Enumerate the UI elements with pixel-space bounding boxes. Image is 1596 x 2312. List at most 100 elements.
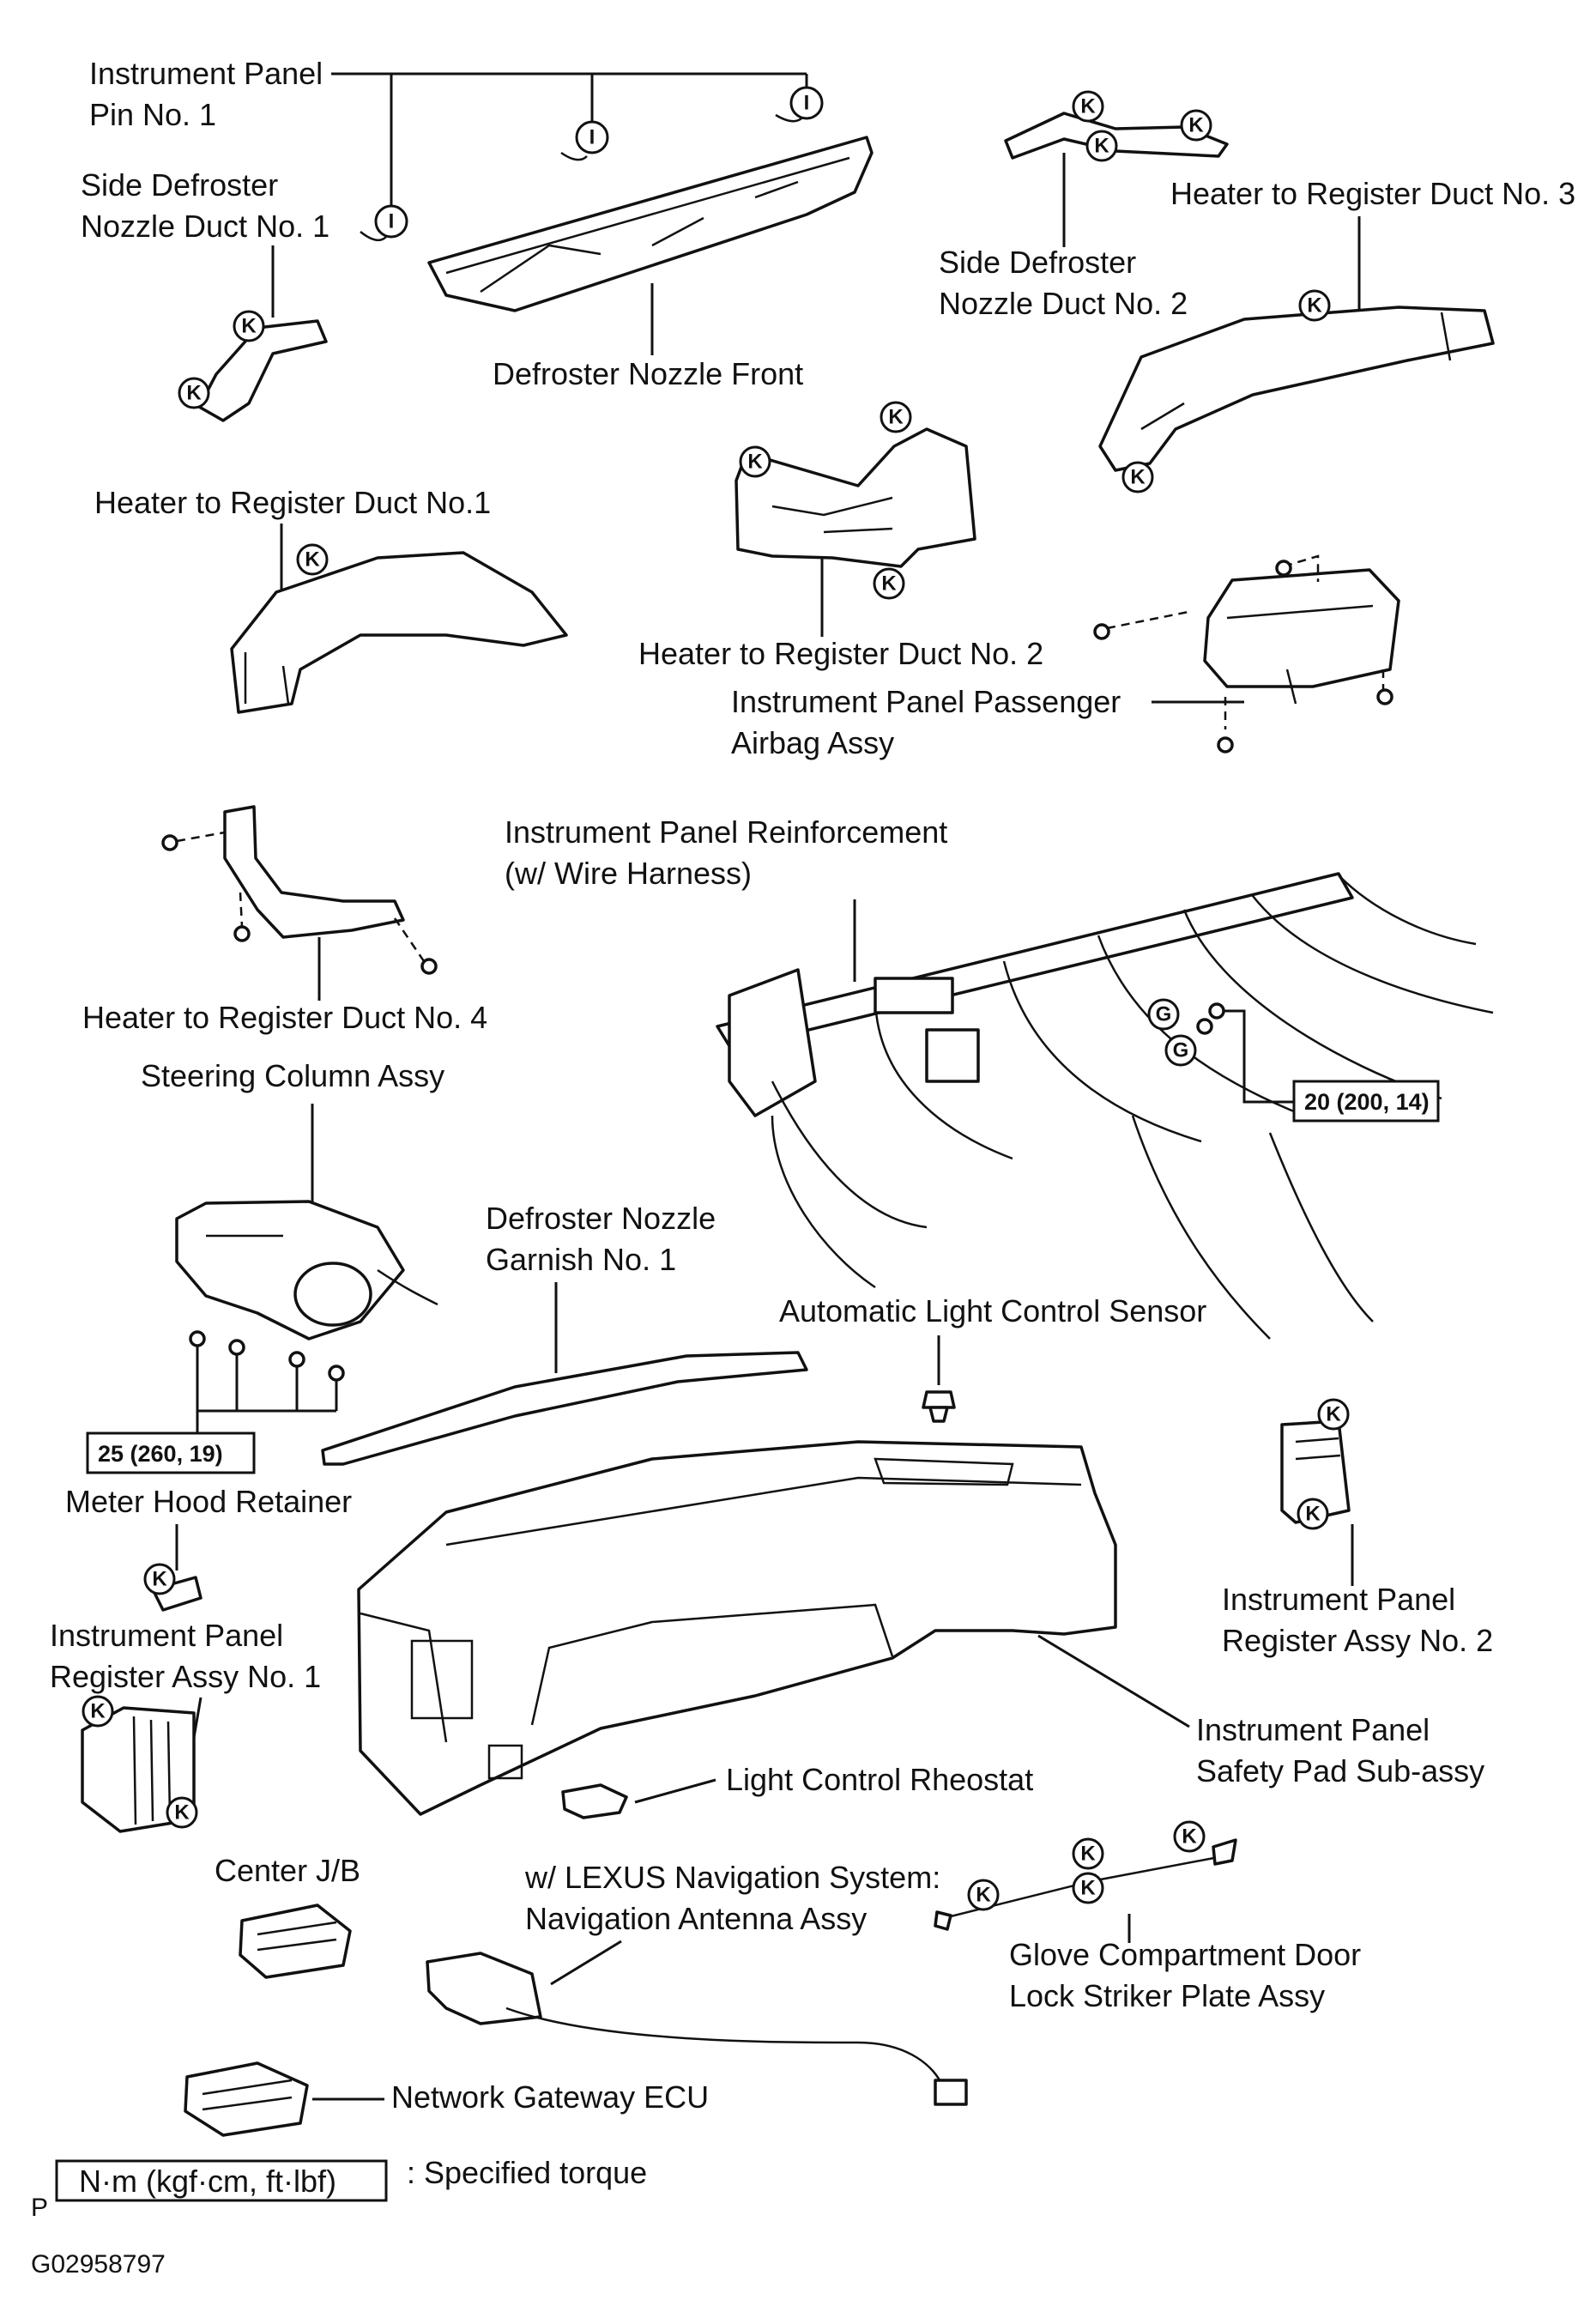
steering-column: [175, 1200, 438, 1382]
label-instrument-panel-pin-2: Pin No. 1: [89, 97, 216, 132]
clip-k: K: [739, 445, 771, 478]
label-glove-striker-b: Lock Striker Plate Assy: [1009, 1978, 1325, 2013]
torque-legend: P N·m (kgf·cm, ft·lbf) : Specified torqu…: [31, 2155, 647, 2222]
svg-text:K: K: [1080, 95, 1096, 118]
clip-k: K: [880, 401, 912, 433]
side-defroster-duct-1: K K: [178, 310, 328, 422]
legend-unit-desc: : Specified torque: [407, 2155, 647, 2190]
svg-text:K: K: [174, 1801, 190, 1825]
clip-k: K: [873, 567, 905, 600]
clip-k: K: [1121, 461, 1154, 493]
clip-k: K: [967, 1879, 1000, 1911]
svg-text:K: K: [1305, 1503, 1321, 1526]
heater-duct-1: K: [230, 543, 568, 714]
torque-value-steering: 25 (260, 19): [98, 1441, 223, 1467]
label-defroster-garnish-b: Garnish No. 1: [486, 1242, 676, 1277]
label-heater-duct-1: Heater to Register Duct No.1: [94, 485, 491, 520]
meter-hood-retainer: K: [143, 1563, 203, 1612]
svg-text:G: G: [1156, 1003, 1172, 1026]
labels: Instrument Panel Pin No. 1 Side Defroste…: [50, 56, 1575, 2115]
clip-k: K: [143, 1563, 176, 1595]
register-assy-1: K K: [81, 1695, 198, 1833]
label-side-defroster-2b: Nozzle Duct No. 2: [939, 286, 1188, 321]
label-heater-duct-4: Heater to Register Duct No. 4: [82, 1000, 487, 1035]
label-passenger-airbag-b: Airbag Assy: [731, 725, 894, 760]
svg-text:K: K: [1188, 114, 1204, 137]
label-meter-hood-retainer: Meter Hood Retainer: [65, 1484, 352, 1519]
label-side-defroster-2a: Side Defroster: [939, 245, 1136, 280]
svg-text:K: K: [881, 572, 897, 596]
register-assy-2: K K: [1280, 1398, 1351, 1530]
svg-text:K: K: [747, 451, 763, 474]
clip-k: K: [178, 377, 210, 409]
label-light-rheostat: Light Control Rheostat: [726, 1762, 1033, 1797]
label-instrument-panel-pin-1: Instrument Panel: [89, 56, 323, 91]
clip-k: K: [1317, 1398, 1350, 1431]
clip-k: K: [1072, 1837, 1104, 1870]
clip-k: K: [1173, 1820, 1206, 1853]
label-center-jb: Center J/B: [215, 1853, 360, 1888]
clip-k: K: [1085, 130, 1118, 162]
defroster-garnish: [321, 1351, 808, 1466]
clip-k: K: [1298, 289, 1331, 322]
clip-k: K: [1180, 109, 1212, 142]
svg-text:I: I: [589, 126, 595, 149]
heater-duct-2: K K K: [735, 401, 976, 600]
label-safety-pad-b: Safety Pad Sub-assy: [1196, 1753, 1484, 1788]
network-gateway-ecu: [184, 2061, 309, 2137]
torque-box-steering: 25 (260, 19): [86, 1431, 256, 1474]
auto-light-sensor: [922, 1390, 956, 1423]
label-steering-column: Steering Column Assy: [141, 1058, 444, 1093]
navigation-antenna: [426, 1952, 968, 2106]
ip-reinforcement: G G: [716, 872, 1494, 1340]
svg-text:K: K: [1130, 466, 1146, 489]
svg-text:K: K: [888, 406, 904, 429]
clip-k: K: [166, 1796, 198, 1829]
svg-text:K: K: [241, 315, 257, 338]
clip-k: K: [1297, 1498, 1329, 1530]
svg-text:K: K: [1326, 1403, 1341, 1426]
p-mark: P: [31, 2194, 48, 2222]
torque-box-reinforcement: 20 (200, 14): [1292, 1080, 1440, 1123]
label-nav-antenna-b: Navigation Antenna Assy: [525, 1901, 867, 1936]
clip-k: K: [233, 310, 265, 342]
legend-unit-box: N·m (kgf·cm, ft·lbf): [79, 2164, 336, 2199]
passenger-airbag: [1093, 554, 1400, 754]
pin-clip: I: [789, 86, 824, 120]
label-register-1b: Register Assy No. 1: [50, 1659, 321, 1694]
figure-id: G02958797: [31, 2250, 166, 2279]
label-auto-light-sensor: Automatic Light Control Sensor: [779, 1293, 1206, 1328]
svg-text:K: K: [305, 548, 320, 572]
clip-k: K: [296, 543, 329, 576]
label-passenger-airbag-a: Instrument Panel Passenger: [731, 684, 1121, 719]
label-glove-striker-a: Glove Compartment Door: [1009, 1937, 1361, 1972]
svg-text:K: K: [976, 1884, 991, 1907]
torque-value-reinforcement: 20 (200, 14): [1304, 1089, 1430, 1115]
glove-striker: K K K K: [934, 1820, 1237, 1931]
heater-duct-3: K K: [1098, 289, 1495, 493]
label-defroster-garnish-a: Defroster Nozzle: [486, 1201, 716, 1236]
heater-duct-4: [161, 805, 438, 975]
side-defroster-duct-2: K K K: [1004, 90, 1229, 162]
label-register-2b: Register Assy No. 2: [1222, 1623, 1493, 1658]
label-ip-reinforcement-a: Instrument Panel Reinforcement: [505, 814, 947, 850]
svg-text:K: K: [90, 1700, 106, 1723]
svg-text:K: K: [1307, 294, 1322, 318]
svg-text:K: K: [1182, 1825, 1197, 1849]
label-safety-pad-a: Instrument Panel: [1196, 1712, 1430, 1747]
center-jb: [239, 1903, 352, 1979]
defroster-nozzle-front: [427, 136, 874, 312]
label-side-defroster-1b: Nozzle Duct No. 1: [81, 209, 329, 244]
clip-k: K: [1072, 90, 1104, 123]
svg-text:K: K: [1080, 1843, 1096, 1866]
pin-clip: I: [374, 204, 408, 239]
label-ip-reinforcement-b: (w/ Wire Harness): [505, 856, 752, 891]
safety-pad: [357, 1440, 1117, 1816]
svg-text:K: K: [152, 1568, 167, 1591]
svg-text:I: I: [389, 210, 395, 233]
clip-g: G: [1147, 998, 1180, 1031]
light-control-rheostat: [561, 1783, 628, 1819]
label-register-1a: Instrument Panel: [50, 1618, 283, 1653]
label-network-gateway: Network Gateway ECU: [391, 2079, 709, 2115]
